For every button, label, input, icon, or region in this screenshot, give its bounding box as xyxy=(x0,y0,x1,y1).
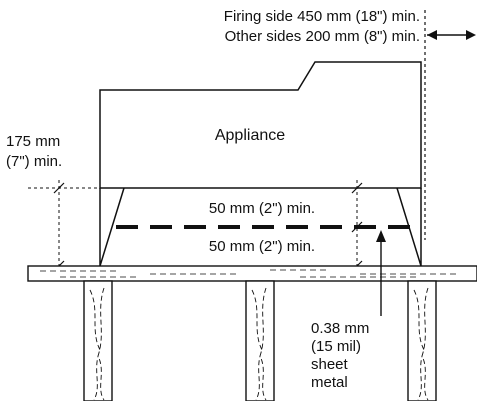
floor-joist-left xyxy=(83,280,113,401)
sheet-metal-label-line4: metal xyxy=(311,374,348,391)
floor-joist-center xyxy=(245,280,275,401)
floor-board xyxy=(27,265,477,282)
appliance-label: Appliance xyxy=(215,127,285,144)
appliance-stand xyxy=(99,187,422,267)
clearance-arrow xyxy=(427,30,476,40)
height-label-line2: (7") min. xyxy=(6,153,62,170)
height-ticks xyxy=(53,182,65,272)
lower-gap-label: 50 mm (2") min. xyxy=(209,238,315,255)
height-label-line1: 175 mm xyxy=(6,133,60,150)
sheet-metal-label-line1: 0.38 mm xyxy=(311,320,369,337)
sheet-metal-label-line2: (15 mil) xyxy=(311,338,361,355)
other-sides-clearance-label: Other sides 200 mm (8") min. xyxy=(225,28,420,45)
appliance-body xyxy=(99,61,422,189)
floor-joist-right xyxy=(407,280,437,401)
upper-gap-label: 50 mm (2") min. xyxy=(209,200,315,217)
sheet-metal-label-line3: sheet xyxy=(311,356,349,373)
sheet-metal-label: 0.38 mm (15 mil) sheet metal xyxy=(306,316,388,400)
firing-side-clearance-label: Firing side 450 mm (18") min. xyxy=(224,8,420,25)
sheet-metal-pointer-arrow xyxy=(376,230,386,318)
